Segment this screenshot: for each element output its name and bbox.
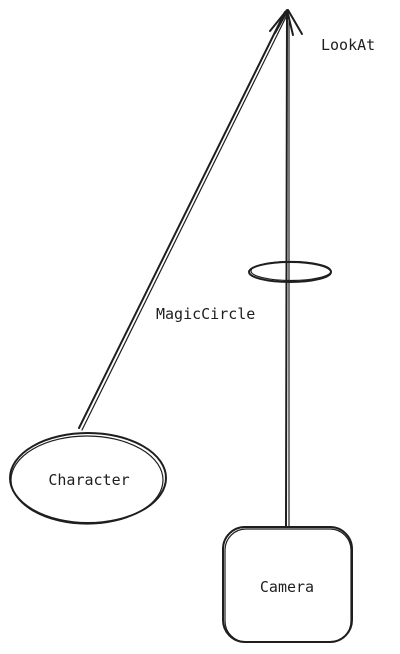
character-label: Character [48, 471, 129, 489]
magic-circle-shape [248, 260, 332, 283]
edge-camera-to-lookat [274, 9, 303, 528]
character-node: Character [9, 432, 167, 525]
camera-node: Camera [222, 526, 353, 643]
magic-circle-label: MagicCircle [156, 305, 255, 323]
lookat-label: LookAt [321, 36, 375, 54]
edge-character-to-lookat [78, 9, 294, 431]
camera-label: Camera [260, 578, 314, 596]
